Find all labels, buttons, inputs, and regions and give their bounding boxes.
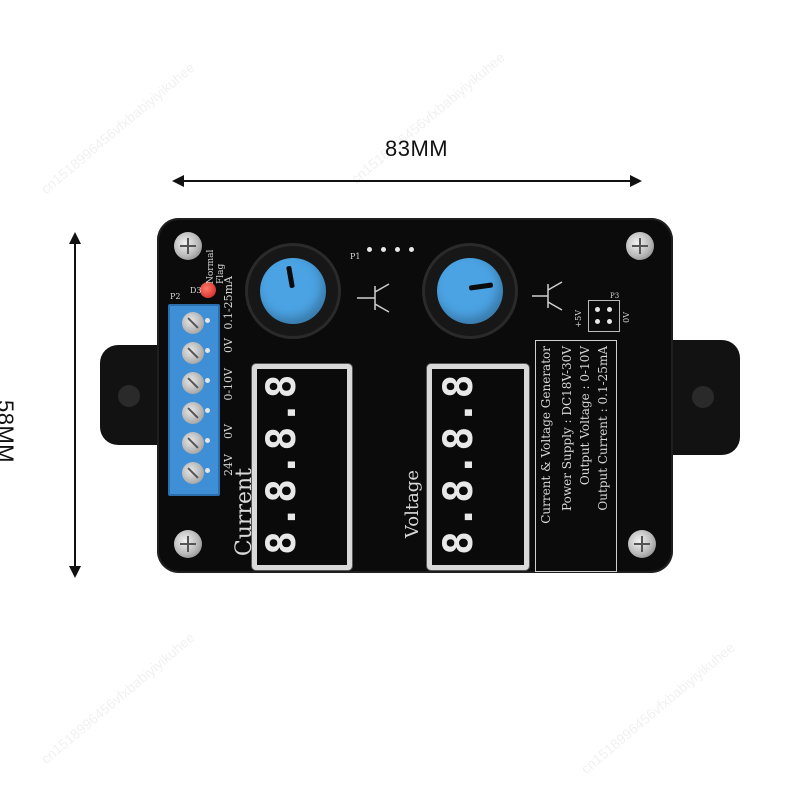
top-pin-header bbox=[365, 244, 420, 256]
terminal-screw-icon[interactable] bbox=[182, 372, 204, 394]
status-led bbox=[200, 282, 216, 298]
spec-title: Current & Voltage Generator bbox=[539, 346, 553, 524]
screw-icon bbox=[174, 530, 202, 558]
spec-line: Output Voltage : 0-10V bbox=[578, 346, 592, 486]
spec-line: Output Current : 0.1-25mA bbox=[596, 346, 610, 511]
part-label: P3 bbox=[610, 292, 620, 300]
pin-dot bbox=[205, 378, 210, 383]
arrow-left-icon bbox=[172, 175, 184, 187]
terminal-label: 0-10V bbox=[222, 368, 235, 401]
transistor-symbol-icon bbox=[357, 283, 390, 313]
terminal-block bbox=[168, 304, 220, 496]
terminal-screw-icon[interactable] bbox=[182, 432, 204, 454]
width-dimension-label: 83MM bbox=[385, 136, 449, 161]
arrow-down-icon bbox=[69, 566, 81, 578]
voltage-display: 8.8.8.8 bbox=[427, 364, 529, 570]
terminal-screw-icon[interactable] bbox=[182, 462, 204, 484]
mount-hole-icon bbox=[118, 385, 140, 407]
screw-icon bbox=[174, 232, 202, 260]
knob-cap bbox=[260, 258, 326, 324]
pin-dot bbox=[409, 247, 414, 252]
current-display-value: 8.8.8.8 bbox=[259, 372, 305, 555]
voltage-label: Voltage bbox=[402, 470, 423, 539]
current-adjust-knob[interactable] bbox=[248, 246, 338, 336]
pin-dot bbox=[205, 468, 210, 473]
watermark: cn1518996456vfxbabiyiyikuhee bbox=[37, 629, 198, 767]
header-pins[interactable] bbox=[588, 300, 620, 332]
watermark: cn1518996456vfxbabiyiyikuhee bbox=[577, 639, 738, 777]
spec-panel bbox=[535, 340, 617, 572]
height-dimension-label: 58MM bbox=[0, 400, 18, 464]
pin-dot bbox=[595, 319, 600, 324]
pin-dot bbox=[595, 307, 600, 312]
current-label: Current bbox=[232, 468, 257, 557]
pin-dot bbox=[367, 247, 372, 252]
current-display: 8.8.8.8 bbox=[252, 364, 352, 570]
terminal-screw-icon[interactable] bbox=[182, 402, 204, 424]
part-label: P2 bbox=[170, 292, 181, 301]
pin-dot bbox=[205, 348, 210, 353]
width-dimension-line bbox=[180, 180, 635, 182]
terminal-label: 0V bbox=[222, 338, 235, 353]
transistor-symbol-icon bbox=[532, 281, 563, 311]
screw-icon bbox=[626, 232, 654, 260]
height-dimension-line bbox=[74, 240, 76, 570]
device-board bbox=[157, 218, 673, 573]
pin-dot bbox=[607, 319, 612, 324]
terminal-screw-icon[interactable] bbox=[182, 312, 204, 334]
spec-line: Power Supply : DC18V-30V bbox=[560, 346, 574, 511]
knob-cap bbox=[437, 258, 503, 324]
arrow-right-icon bbox=[630, 175, 642, 187]
pin-dot bbox=[205, 438, 210, 443]
screw-icon bbox=[628, 530, 656, 558]
voltage-adjust-knob[interactable] bbox=[425, 246, 515, 336]
pin-dot bbox=[381, 247, 386, 252]
pin-dot bbox=[395, 247, 400, 252]
pin-dot bbox=[607, 307, 612, 312]
terminal-label: 0V bbox=[222, 424, 235, 439]
mount-hole-icon bbox=[692, 386, 714, 408]
voltage-display-value: 8.8.8.8 bbox=[436, 372, 482, 555]
terminal-screw-icon[interactable] bbox=[182, 342, 204, 364]
header-label: 0V bbox=[622, 312, 631, 323]
part-label: D3 bbox=[190, 286, 202, 295]
pin-dot bbox=[205, 318, 210, 323]
pin-dot bbox=[205, 408, 210, 413]
watermark: cn1518996456vfxbabiyiyikuhee bbox=[347, 49, 508, 187]
terminal-label: 0.1-25mA bbox=[222, 276, 235, 330]
part-label: P1 bbox=[350, 252, 361, 261]
arrow-up-icon bbox=[69, 232, 81, 244]
